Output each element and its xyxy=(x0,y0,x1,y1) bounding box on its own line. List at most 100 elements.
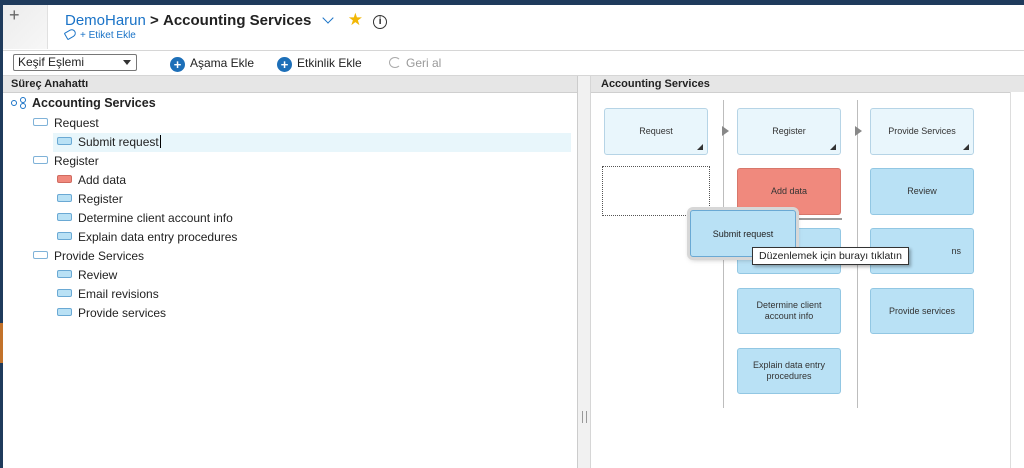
stage-card-provide-services[interactable]: Provide Services xyxy=(870,108,974,155)
stage-card-request[interactable]: Request xyxy=(604,108,708,155)
corner-triangle-icon xyxy=(963,144,969,150)
outline-item-label: Determine client account info xyxy=(78,211,233,225)
stage-card-label: Provide Services xyxy=(888,126,956,136)
activity-card-provide-services[interactable]: Provide services xyxy=(870,288,974,334)
outline-stage-provide-services[interactable]: Provide Services xyxy=(33,247,144,266)
view-select[interactable]: Keşif Eşlemi xyxy=(13,54,137,71)
add-activity-button[interactable]: + Etkinlik Ekle xyxy=(277,54,362,72)
chevron-down-icon[interactable] xyxy=(321,12,334,24)
activity-card-determine-client[interactable]: Determine client account info xyxy=(737,288,841,334)
breadcrumb-project-link[interactable]: DemoHarun xyxy=(65,12,146,29)
activity-icon xyxy=(57,213,72,221)
stage-icon xyxy=(33,156,48,164)
outline-activity-review[interactable]: Review xyxy=(57,266,117,285)
outline-activity-explain-data[interactable]: Explain data entry procedures xyxy=(57,228,237,247)
outline-panel: Süreç Anahattı Accounting Services Reque… xyxy=(3,76,578,468)
outline-root-label: Accounting Services xyxy=(32,96,156,110)
activity-card-explain-data[interactable]: Explain data entry procedures xyxy=(737,348,841,394)
add-stage-label: Aşama Ekle xyxy=(190,56,255,70)
edit-tooltip: Düzenlemek için burayı tıklatın xyxy=(752,247,909,265)
activity-icon xyxy=(57,232,72,240)
outline-item-label: Register xyxy=(54,154,99,168)
flow-arrow-icon xyxy=(722,126,729,136)
undo-label: Geri al xyxy=(406,56,442,70)
map-panel: Accounting Services xyxy=(591,76,1024,468)
activity-card-label: ns xyxy=(951,245,961,256)
add-activity-label: Etkinlik Ekle xyxy=(297,56,362,70)
view-select-value: Keşif Eşlemi xyxy=(18,55,85,69)
outline-item-label: Register xyxy=(78,192,123,206)
outline-item-label: Provide Services xyxy=(54,249,145,263)
activity-card-review[interactable]: Review xyxy=(870,168,974,215)
outline-item-label: Add data xyxy=(78,173,127,187)
activity-card-label: Explain data entry procedures xyxy=(752,360,826,381)
splitter-grip-icon xyxy=(582,411,587,423)
stage-card-label: Request xyxy=(639,126,673,136)
connector-line xyxy=(796,218,842,220)
stage-card-register[interactable]: Register xyxy=(737,108,841,155)
flow-arrow-icon xyxy=(855,126,862,136)
favorite-star-icon[interactable]: ★ xyxy=(347,10,363,29)
outline-root[interactable]: Accounting Services xyxy=(11,94,156,113)
outline-item-label: Explain data entry procedures xyxy=(78,230,238,244)
add-stage-button[interactable]: + Aşama Ekle xyxy=(170,54,254,72)
activity-icon xyxy=(57,289,72,297)
page-title: Accounting Services xyxy=(162,12,312,29)
map-heading: Accounting Services xyxy=(591,76,1024,93)
corner-triangle-icon xyxy=(830,144,836,150)
tag-icon xyxy=(63,27,78,41)
stage-card-label: Register xyxy=(772,126,806,136)
plus-icon: + xyxy=(9,5,20,25)
activity-card-label: Review xyxy=(907,186,937,196)
outline-item-label: Submit request xyxy=(78,135,159,149)
panel-splitter[interactable] xyxy=(578,76,591,468)
add-tag-link[interactable]: + Etiket Ekle xyxy=(63,27,136,41)
activity-card-add-data[interactable]: Add data xyxy=(737,168,841,215)
activity-icon xyxy=(57,194,72,202)
toolbar: Keşif Eşlemi +Aşama Ekle +Etkinlik Ekle … xyxy=(3,51,1024,76)
undo-button[interactable]: Geri al xyxy=(389,54,441,72)
header: + DemoHarun > Accounting Services ★ i + … xyxy=(3,5,1024,51)
outline-stage-request[interactable]: Request xyxy=(33,114,99,133)
outline-activity-determine-client[interactable]: Determine client account info xyxy=(57,209,233,228)
left-strip-marker xyxy=(0,323,3,363)
corner-triangle-icon xyxy=(697,144,703,150)
outline-item-label: Provide services xyxy=(78,306,167,320)
top-accent-bar xyxy=(0,0,1024,5)
activity-card-label: Add data xyxy=(770,186,808,196)
outline-activity-provide-services[interactable]: Provide services xyxy=(57,304,166,323)
outline-activity-register[interactable]: Register xyxy=(57,190,123,209)
outline-stage-register[interactable]: Register xyxy=(33,152,99,171)
info-icon[interactable]: i xyxy=(373,15,388,29)
outline-heading: Süreç Anahattı xyxy=(3,76,577,93)
stage-icon xyxy=(33,251,48,259)
activity-icon xyxy=(57,175,72,183)
caret-down-icon xyxy=(123,60,131,65)
new-item-corner[interactable]: + xyxy=(3,5,48,49)
breadcrumb: DemoHarun > Accounting Services ★ i xyxy=(65,10,388,30)
activity-card-label: Provide services xyxy=(888,305,956,316)
text-cursor xyxy=(159,135,161,148)
process-icon xyxy=(11,97,27,109)
outline-activity-submit-request[interactable]: Submit request xyxy=(53,133,571,152)
outline-item-label: Review xyxy=(78,268,118,282)
add-tag-label: + Etiket Ekle xyxy=(80,30,136,41)
left-app-strip xyxy=(0,5,3,468)
dragged-card-label: Submit request xyxy=(712,228,774,239)
dragged-card-submit-request[interactable]: Submit request xyxy=(690,210,796,257)
drop-placeholder xyxy=(602,166,710,216)
map-scrollbar[interactable] xyxy=(1010,92,1024,468)
plus-circle-icon: + xyxy=(277,57,292,72)
activity-card-label: Determine client account info xyxy=(756,300,822,321)
activity-icon xyxy=(57,270,72,278)
undo-icon xyxy=(389,57,401,68)
outline-activity-add-data[interactable]: Add data xyxy=(57,171,126,190)
stage-icon xyxy=(33,118,48,126)
plus-circle-icon: + xyxy=(170,57,185,72)
activity-icon xyxy=(57,137,72,145)
outline-activity-email-revisions[interactable]: Email revisions xyxy=(57,285,159,304)
outline-item-label: Email revisions xyxy=(78,287,159,301)
outline-item-label: Request xyxy=(54,116,99,130)
activity-icon xyxy=(57,308,72,316)
breadcrumb-separator: > xyxy=(150,12,159,29)
